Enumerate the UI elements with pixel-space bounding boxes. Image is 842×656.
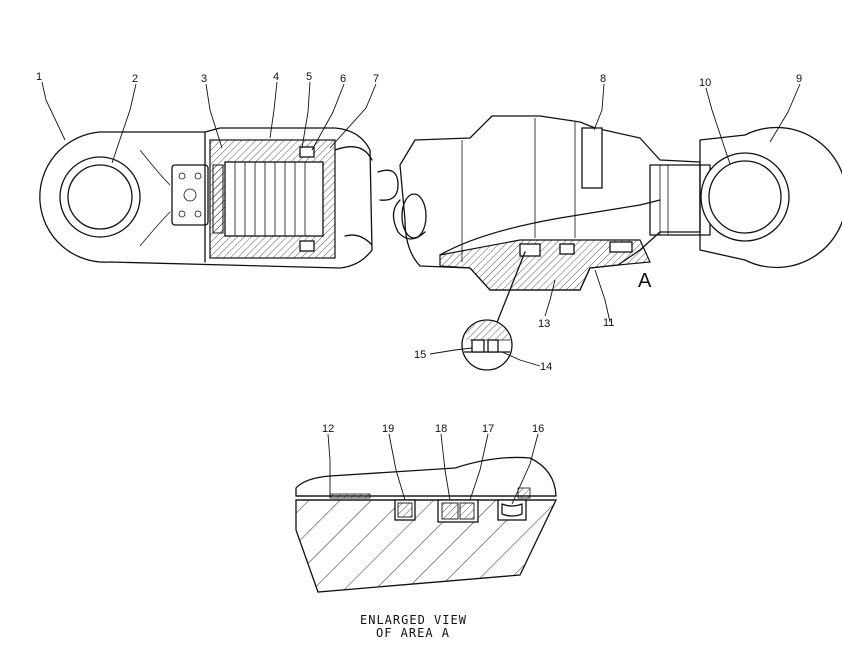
rod-end-assembly xyxy=(39,127,399,269)
caption-line-1: ENLARGED VIEW xyxy=(360,613,467,627)
callout-11: 11 xyxy=(603,317,614,329)
callout-1: 1 xyxy=(36,71,42,83)
callout-5: 5 xyxy=(306,71,312,83)
callout-6: 6 xyxy=(340,73,346,85)
area-a-marker: A xyxy=(638,270,652,292)
callout-numbers: 1 2 3 4 5 6 7 8 10 9 13 11 15 14 12 19 1… xyxy=(36,71,802,435)
callout-18: 18 xyxy=(435,423,447,435)
callout-8: 8 xyxy=(600,73,606,85)
callout-13: 13 xyxy=(538,318,550,330)
callout-7: 7 xyxy=(373,73,379,85)
head-end-assembly xyxy=(392,115,842,291)
caption-line-2: OF AREA A xyxy=(376,626,450,640)
callout-10: 10 xyxy=(699,77,711,89)
callout-4: 4 xyxy=(273,71,279,83)
callout-leaders xyxy=(41,81,801,505)
callout-2: 2 xyxy=(132,73,138,85)
callout-9: 9 xyxy=(796,73,802,85)
callout-17: 17 xyxy=(482,423,494,435)
callout-3: 3 xyxy=(201,73,207,85)
seal-detail-circle xyxy=(461,251,526,371)
callout-15: 15 xyxy=(414,349,426,361)
callout-16: 16 xyxy=(532,423,544,435)
rod-grooves xyxy=(234,162,306,236)
enlarged-view-area-a xyxy=(295,456,558,593)
callout-12: 12 xyxy=(322,423,334,435)
callout-19: 19 xyxy=(382,423,394,435)
callout-14: 14 xyxy=(540,361,552,373)
